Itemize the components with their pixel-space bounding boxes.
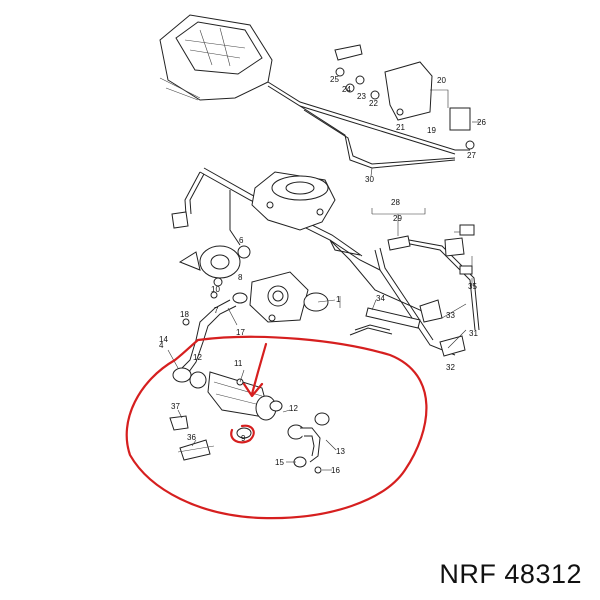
- callout-19: 19: [427, 126, 436, 135]
- leader-lines: [167, 89, 480, 471]
- callout-33: 33: [446, 311, 455, 320]
- callout-25: 25: [330, 75, 339, 84]
- callout-26: 26: [477, 118, 486, 127]
- callout-23: 23: [357, 92, 366, 101]
- callout-6: 6: [239, 236, 244, 245]
- callout-13: 13: [336, 447, 345, 456]
- coolant-hose: [287, 412, 330, 474]
- exhaust-pipe: [177, 299, 237, 377]
- callout-29: 29: [393, 214, 402, 223]
- callout-37: 37: [171, 402, 180, 411]
- callout-28: 28: [391, 198, 400, 207]
- callout-20: 20: [437, 76, 446, 85]
- callout-14: 14: [159, 335, 168, 344]
- callout-12-left: 12: [193, 353, 202, 362]
- solenoid-valve: [334, 44, 475, 150]
- callout-21: 21: [396, 123, 405, 132]
- callout-9: 9: [241, 434, 246, 443]
- egr-housing: [232, 271, 329, 323]
- callout-7: 7: [214, 306, 219, 315]
- egr-cooler: [169, 367, 283, 461]
- highlight-circle: [125, 335, 428, 520]
- callout-labels: 1 4 6 7 8 9 10 11 12 12 13 14 15 16 17 1…: [159, 75, 486, 475]
- callout-11: 11: [234, 359, 243, 368]
- callout-16: 16: [331, 466, 340, 475]
- callout-36: 36: [187, 433, 196, 442]
- callout-22: 22: [369, 99, 378, 108]
- callout-30: 30: [365, 175, 374, 184]
- vacuum-lines: [184, 81, 480, 356]
- egr-valve: [178, 245, 251, 299]
- vacuum-reservoir: [251, 171, 336, 231]
- callout-32: 32: [446, 363, 455, 372]
- callout-15: 15: [275, 458, 284, 467]
- callout-24: 24: [342, 85, 351, 94]
- callout-4: 4: [159, 341, 164, 350]
- callout-27: 27: [467, 151, 476, 160]
- callout-35: 35: [468, 282, 477, 291]
- right-components: [365, 224, 475, 357]
- pressure-sensor: [171, 211, 189, 229]
- part-number-caption: NRF 48312: [439, 559, 582, 589]
- callout-12-right: 12: [289, 404, 298, 413]
- callout-34: 34: [376, 294, 385, 303]
- callout-31: 31: [469, 329, 478, 338]
- callout-17: 17: [236, 328, 245, 337]
- callout-18: 18: [180, 310, 189, 319]
- engine-cover: [159, 14, 273, 101]
- callout-1: 1: [336, 295, 341, 304]
- callout-8: 8: [238, 273, 243, 282]
- callout-10: 10: [211, 285, 220, 294]
- bracket-28: [371, 208, 426, 236]
